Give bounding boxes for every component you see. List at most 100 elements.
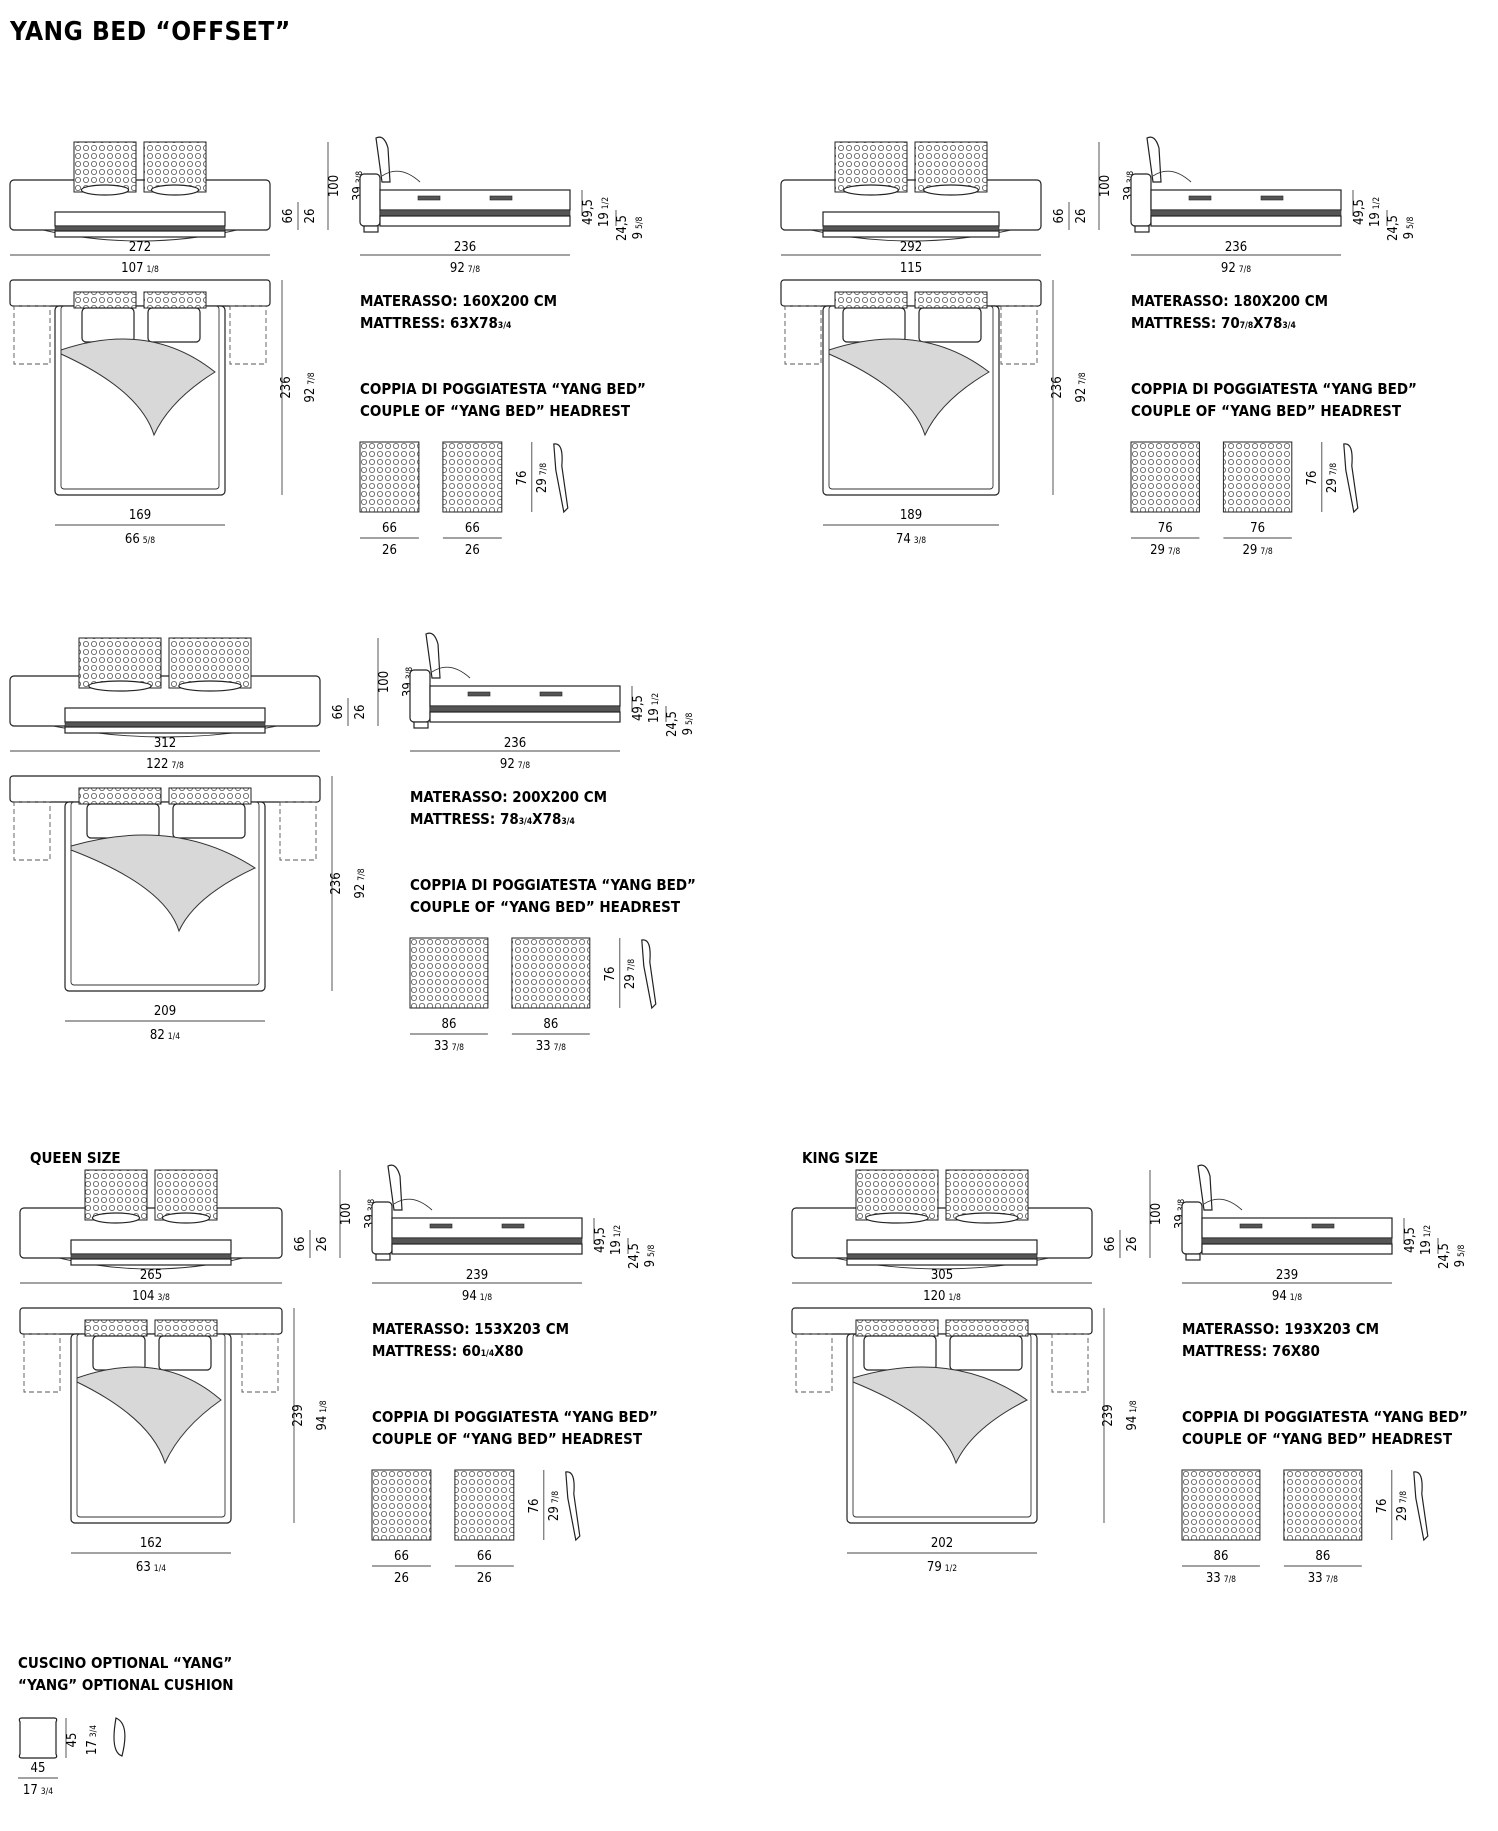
side-mattress	[429, 685, 621, 707]
side-mattress	[1150, 189, 1342, 211]
plan-duvet-fold	[852, 1366, 1028, 1465]
plan-headrest-left	[73, 291, 137, 309]
headrest-front-left	[73, 141, 137, 193]
height-26-in: 26	[315, 1237, 330, 1252]
headrest-profile	[553, 443, 569, 514]
height-26-in: 26	[303, 209, 318, 224]
side-pillow	[381, 170, 421, 183]
headrest-right-in: 26	[477, 1571, 492, 1586]
mattress-it: MATERASSO: 180X200 CM	[1131, 292, 1328, 310]
plan-pillow-left	[863, 1335, 937, 1371]
plan-pillow-right	[147, 307, 201, 343]
height-100-cm: 100	[1098, 175, 1113, 197]
total-width-in-int: 107	[121, 261, 143, 276]
plan-headrest-left	[84, 1319, 148, 1337]
height-245-cm: 24,5	[627, 1243, 642, 1269]
height-245-cm: 24,5	[1386, 215, 1401, 241]
headrest-left-in-int: 26	[382, 543, 397, 558]
mattress-en-b: X78	[1253, 314, 1282, 332]
side-length-in-int: 94	[1272, 1289, 1287, 1304]
frame-width-in-int: 82	[150, 1028, 165, 1043]
frame-front	[846, 1258, 1038, 1266]
height-19-in-frac: 1/2	[601, 197, 611, 209]
side-length-cm: 236	[504, 736, 526, 751]
height-19-in: 191/2	[609, 1225, 624, 1255]
mattress-en-a: MATTRESS: 76X80	[1182, 1342, 1320, 1360]
headrest-label-en: COUPLE OF “YANG BED” HEADREST	[1182, 1430, 1453, 1448]
side-band	[391, 1237, 583, 1245]
frame-front	[822, 230, 1000, 238]
headrest-height-cm: 76	[527, 1499, 542, 1514]
headrest-front-right	[168, 637, 252, 689]
headrest-label-it: COPPIA DI POGGIATESTA “YANG BED”	[1182, 1408, 1468, 1426]
total-width-in-frac: 1/8	[949, 1293, 961, 1303]
side-headrest	[387, 1164, 403, 1211]
headrest-front-right	[154, 1169, 218, 1221]
height-495-cm: 49,5	[1352, 199, 1367, 225]
height-26-in: 26	[1125, 1237, 1140, 1252]
plan-length-in-frac: 1/8	[1129, 1400, 1139, 1412]
height-9-in-frac: 5/8	[685, 712, 695, 724]
side-length-in-frac: 1/8	[480, 1293, 492, 1303]
height-9-in-int: 9	[1453, 1260, 1468, 1267]
headrest-height-in: 297/8	[623, 959, 638, 989]
plan-pillow-left	[81, 307, 135, 343]
plan-mattress	[60, 305, 220, 490]
plan-headboard	[791, 1307, 1093, 1335]
frame-width-cm: 209	[154, 1004, 176, 1019]
total-width-cm: 312	[154, 736, 176, 751]
headrest-left-in-int: 29	[1150, 543, 1165, 558]
plan-headrest-left	[78, 787, 162, 805]
bed-block-4: KING SIZE3051201/86626100393/8239941/849…	[791, 1149, 1468, 1586]
headrest-left-in-int: 33	[434, 1039, 449, 1054]
side-mattress	[391, 1217, 583, 1239]
height-100-cm: 100	[377, 671, 392, 693]
side-frame	[379, 215, 571, 227]
side-length-in-frac: 7/8	[1239, 265, 1251, 275]
frame-width-in-frac: 5/8	[143, 536, 155, 546]
headrest-label-it: COPPIA DI POGGIATESTA “YANG BED”	[1131, 380, 1417, 398]
headrest-left-in-int: 33	[1206, 1571, 1221, 1586]
cushion-height-cm: 45	[65, 1733, 80, 1748]
side-foot	[375, 1253, 391, 1261]
headrest-right-cm: 86	[1315, 1549, 1330, 1564]
total-width-in-int: 120	[923, 1289, 945, 1304]
side-length-in-int: 92	[500, 757, 515, 772]
pillow-front-right	[161, 1212, 211, 1224]
headrest-front-right	[914, 141, 988, 193]
frame-front	[64, 726, 266, 734]
height-100-cm: 100	[327, 175, 342, 197]
pillow-front-right	[955, 1212, 1019, 1224]
plan-pillow-left	[92, 1335, 146, 1371]
headrest-height-in-frac: 7/8	[539, 463, 549, 475]
plan-duvet-fold	[828, 338, 990, 437]
total-width-in-frac: 1/8	[147, 265, 159, 275]
side-handle-left	[1239, 1223, 1263, 1229]
plan-duvet-fold	[70, 834, 257, 933]
side-pillow	[431, 666, 471, 679]
headrest-height-in-frac: 7/8	[627, 959, 637, 971]
headrest-right-cm: 66	[465, 521, 480, 536]
headrest-panel-left	[1181, 1469, 1261, 1541]
side-length-cm: 239	[466, 1268, 488, 1283]
frame-width-in-frac: 1/4	[154, 1564, 166, 1574]
mattress-front	[70, 1239, 232, 1255]
mattress-en-frac: 7/8	[1240, 321, 1253, 331]
plan-mattress	[70, 801, 260, 986]
mattress-en: MATTRESS: 63X783/4	[360, 314, 511, 332]
